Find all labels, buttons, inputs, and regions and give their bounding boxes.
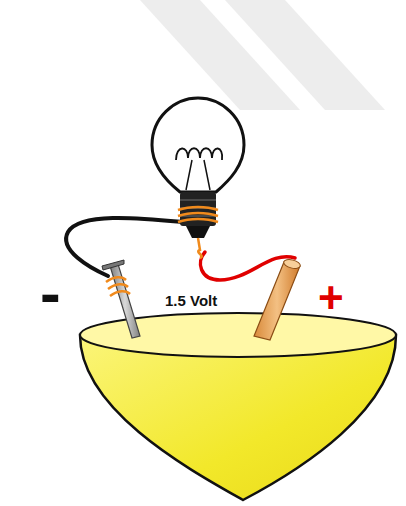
minus-sign: - bbox=[40, 262, 61, 324]
watermark-stripes bbox=[140, 0, 385, 110]
zinc-nail bbox=[102, 260, 140, 338]
light-bulb bbox=[152, 98, 244, 258]
black-wire bbox=[66, 218, 182, 276]
voltage-label: 1.5 Volt bbox=[165, 293, 217, 308]
plus-sign: + bbox=[318, 276, 344, 320]
lemon-half bbox=[80, 335, 396, 500]
copper-rod bbox=[254, 258, 301, 340]
